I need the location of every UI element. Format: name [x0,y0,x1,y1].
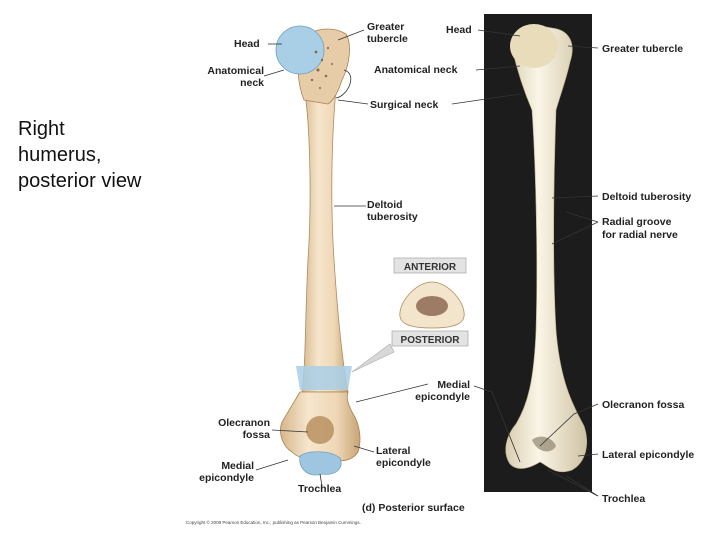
label-olecranon-fossa-photo: Olecranon fossa [602,399,684,411]
photo-panel [484,14,592,492]
olecranon-fossa-drawn [306,416,334,444]
label-greater-tubercle-photo: Greater tubercle [602,43,683,55]
humeral-head-drawn [275,25,325,75]
label-head-photo: Head [446,24,472,36]
label-trochlea-photo: Trochlea [602,493,645,505]
posterior-tag [391,330,469,347]
illustrated-humerus [275,25,361,476]
label-deltoid-tuberosity-photo: Deltoid tuberosity [602,191,691,203]
copyright: Copyright © 2009 Pearson Education, Inc.… [186,519,361,525]
panel-title: (d) Posterior surface [362,502,465,514]
trochlea-drawn [299,451,342,476]
marrow-cavity [416,296,448,316]
label-anatomical-neck-photo: Anatomical neck [374,64,458,76]
photo-head [510,24,558,68]
photo-humerus [505,26,587,473]
label-trochlea-left: Trochlea [298,483,341,495]
leader-lines [255,29,599,497]
section-pointer [351,343,395,373]
label-head-left: Head [234,38,260,50]
cross-section-inset: ANTERIOR POSTERIOR [351,257,469,373]
posterior-label: POSTERIOR [401,335,461,346]
label-lateral-epicondyle-photo: Lateral epicondyle [602,449,694,461]
anterior-label: ANTERIOR [404,262,457,273]
label-surgical-neck: Surgical neck [370,99,438,111]
photo-labels: Head Anatomical neck Greater tubercle De… [374,24,694,505]
photo-olecranon-fossa [532,436,556,452]
anterior-tag [393,257,467,274]
humerus-shaft [301,87,349,393]
section-band [296,366,352,390]
slide-caption: Right humerus, posterior view [18,118,142,192]
